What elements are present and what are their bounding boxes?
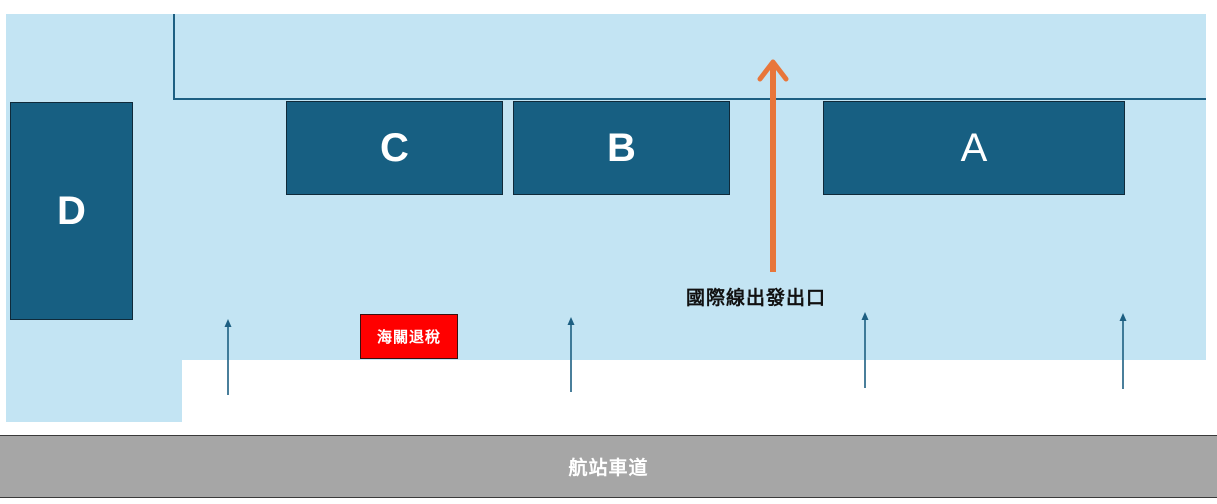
security-area-horizontal-line: [173, 98, 1206, 100]
up-arrow-icon: [1119, 313, 1127, 321]
departure-exit-label: 國際線出發出口: [686, 287, 827, 309]
counter-c: C: [286, 101, 503, 195]
up-arrow-icon: [757, 59, 789, 82]
up-arrow-icon: [861, 312, 869, 320]
counter-b-label: B: [607, 125, 636, 170]
customs-tax-refund-badge: 海關退稅: [360, 314, 458, 359]
terminal-driveway-label: 航站車道: [568, 457, 649, 479]
departure-exit-arrow: [757, 59, 789, 272]
terminal-hall-left-wing: [6, 360, 182, 422]
entrance-arrow-3: [861, 312, 869, 388]
entrance-arrow-2: [567, 317, 575, 392]
terminal-driveway: 航站車道: [0, 435, 1217, 498]
counter-c-label: C: [380, 125, 409, 170]
entrance-arrow-4: [1119, 313, 1127, 389]
security-area-vertical-line: [173, 14, 175, 100]
up-arrow-icon: [224, 319, 232, 327]
entrance-arrow-1: [224, 319, 232, 395]
counter-d-label: D: [57, 188, 86, 233]
counter-a: A: [823, 101, 1125, 195]
counter-a-label: A: [960, 125, 988, 170]
counter-b: B: [513, 101, 730, 195]
up-arrow-icon: [567, 317, 575, 325]
customs-tax-refund-label: 海關退稅: [376, 328, 441, 346]
counter-d: D: [10, 102, 133, 320]
